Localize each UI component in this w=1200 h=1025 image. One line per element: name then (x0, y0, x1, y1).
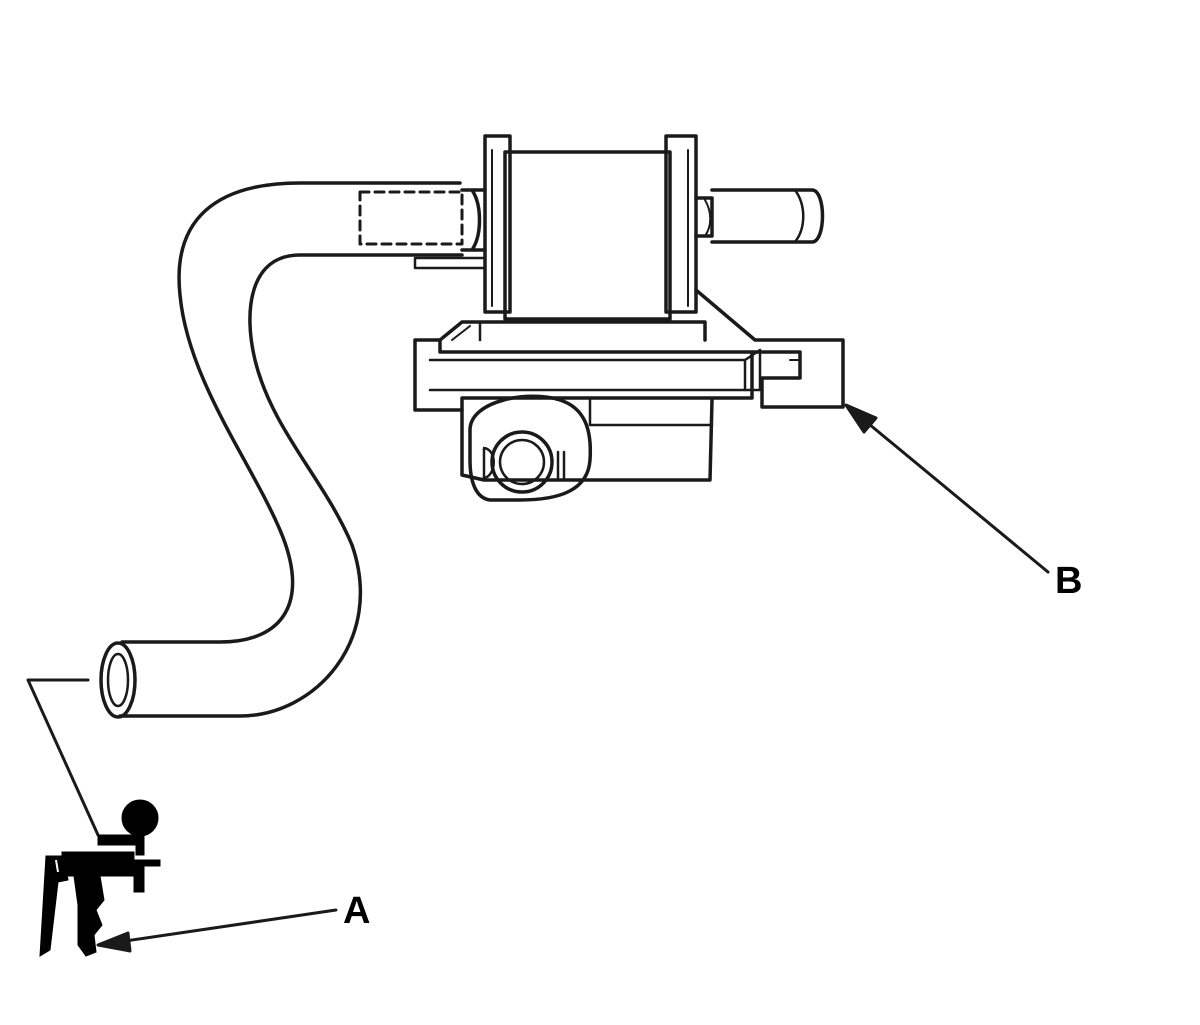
hose-inner-edge (118, 253, 464, 718)
hose-outer-edge (120, 181, 462, 644)
hand-vacuum-pump-icon (39, 799, 161, 957)
valve-lower-housing (460, 394, 714, 502)
coil-left-flange (483, 134, 512, 314)
vacuum-hose (99, 181, 464, 719)
callout-a-arrow (96, 908, 338, 953)
coil-body (503, 150, 672, 321)
coil-right-flange (664, 134, 698, 314)
callout-label-b: B (1055, 560, 1083, 602)
mounting-bracket (413, 288, 845, 412)
tool-leader-line (26, 678, 100, 837)
hose-bore (106, 652, 130, 708)
connector-terminal-inner (498, 438, 546, 486)
inlet-port (460, 188, 487, 252)
hose-open-end (99, 641, 137, 719)
callout-b-arrow (844, 403, 1050, 574)
connector-terminal-ring (490, 430, 554, 494)
electrical-connector (468, 394, 593, 502)
hose-clip-tab (413, 256, 487, 270)
solenoid-valve (413, 134, 845, 502)
callout-label-a: A (343, 890, 371, 932)
outlet-port (694, 188, 825, 244)
hose-hidden-nipple (358, 190, 464, 246)
